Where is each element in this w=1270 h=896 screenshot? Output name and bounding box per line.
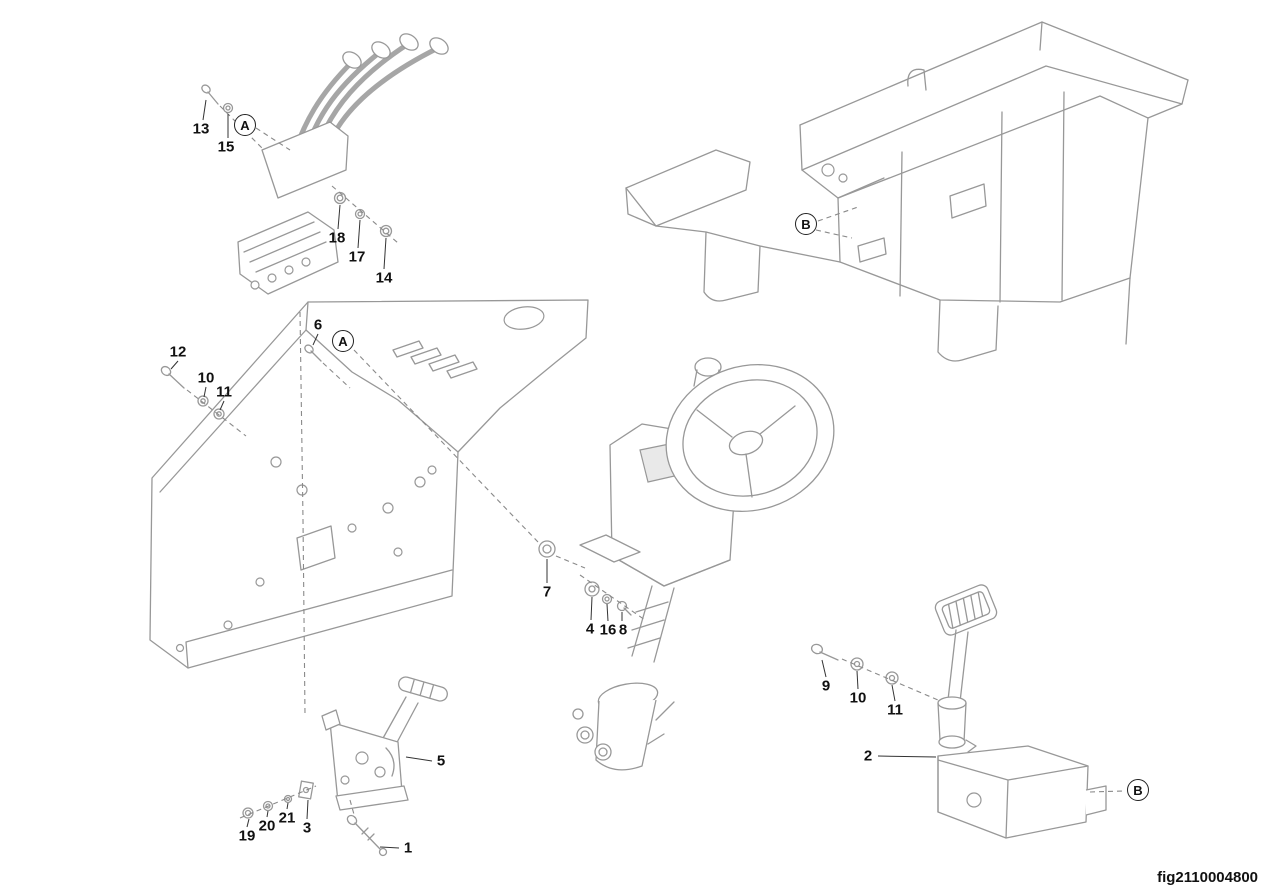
part-callout-1-18: 1 [403,839,413,857]
ref-bubble-B-2: B [795,213,817,235]
part-callout-16-11: 16 [599,621,617,639]
brake-lever-assembly-drawing [242,676,448,857]
part-callout-15-1: 15 [217,138,235,156]
small-hardware-center-drawing [538,540,632,616]
part-callout-20-15: 20 [258,817,276,835]
part-callout-3-17: 3 [302,819,312,837]
part-callout-8-12: 8 [618,621,628,639]
part-callout-7-9: 7 [542,583,552,601]
part-callout-14-4: 14 [375,269,393,287]
part-callout-13-0: 13 [192,120,210,138]
part-callout-12-6: 12 [169,343,187,361]
part-callout-2-22: 2 [863,747,873,765]
part-callout-5-13: 5 [436,752,446,770]
ref-bubble-B-3: B [1127,779,1149,801]
mounting-panel-drawing [149,299,589,669]
part-callout-11-8: 11 [216,383,232,401]
steering-console-drawing [572,357,835,771]
chassis-frame-drawing [625,21,1189,362]
dashed-reference-lines [186,105,1125,819]
part-callout-17-3: 17 [348,248,366,266]
part-callout-9-19: 9 [821,677,831,695]
ref-bubble-A-0: A [234,114,256,136]
control-valve-assembly-drawing [237,33,449,295]
part-callout-11-21: 11 [887,701,903,719]
part-callout-18-2: 18 [328,229,346,247]
part-callout-6-5: 6 [313,316,323,334]
callout-leader-lines [170,99,937,849]
part-callout-19-14: 19 [238,827,256,845]
figure-id: fig2110004800 [1157,869,1258,886]
part-callout-21-16: 21 [278,809,296,827]
small-hardware-left-drawing [160,84,393,420]
part-callout-4-10: 4 [585,620,595,638]
part-callout-10-7: 10 [197,369,215,387]
ref-bubble-A-1: A [332,330,354,352]
part-callout-10-20: 10 [849,689,867,707]
pedal-assembly-drawing [810,584,1107,839]
